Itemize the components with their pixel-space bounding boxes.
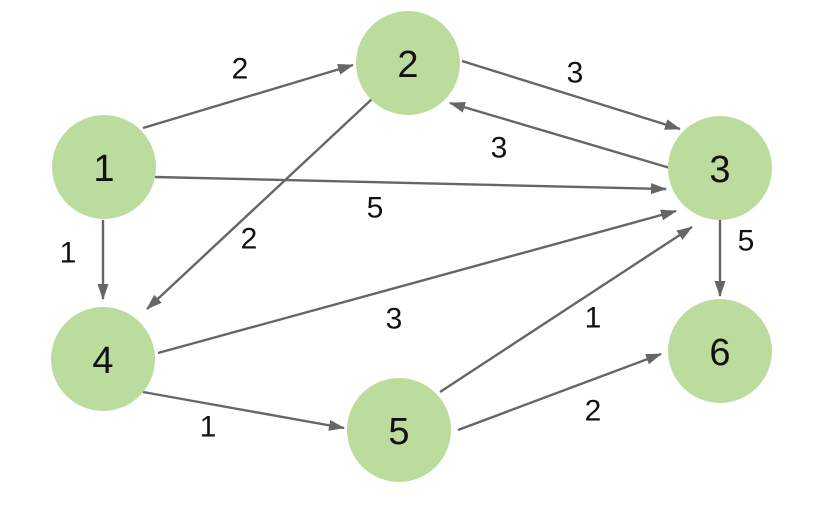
edge-2-3 xyxy=(461,59,681,131)
edge-3-2 xyxy=(449,101,671,170)
node-4 xyxy=(51,307,155,411)
edge-weight-1-2: 2 xyxy=(232,53,249,86)
node-5 xyxy=(347,378,451,482)
node-1 xyxy=(52,115,156,219)
edge-4-5 xyxy=(142,390,345,431)
edge-weight-4-3: 3 xyxy=(386,303,403,336)
node-2 xyxy=(356,11,460,115)
node-6 xyxy=(668,299,772,403)
node-label-2: 2 xyxy=(397,44,418,86)
node-label-6: 6 xyxy=(709,332,730,374)
edge-4-3 xyxy=(157,209,677,355)
edge-1-3 xyxy=(154,175,667,195)
edge-2-4 xyxy=(146,98,373,310)
edge-weight-1-4: 1 xyxy=(60,237,77,270)
edge-weight-2-3: 3 xyxy=(567,57,584,90)
edge-weight-1-3: 5 xyxy=(367,192,384,225)
edge-5-3 xyxy=(439,225,693,394)
node-label-5: 5 xyxy=(388,411,409,453)
edge-weight-5-3: 1 xyxy=(585,302,602,335)
edge-weight-5-6: 2 xyxy=(585,395,602,428)
edge-weight-3-6: 5 xyxy=(738,225,755,258)
edge-weight-4-5: 1 xyxy=(200,411,217,444)
node-label-3: 3 xyxy=(709,149,730,191)
edge-weight-2-4: 2 xyxy=(241,223,258,256)
edge-5-6 xyxy=(457,352,662,432)
edge-1-2 xyxy=(142,63,354,130)
node-3 xyxy=(668,116,772,220)
node-label-4: 4 xyxy=(92,340,113,382)
edge-weight-3-2: 3 xyxy=(491,132,508,165)
node-label-1: 1 xyxy=(93,148,114,190)
